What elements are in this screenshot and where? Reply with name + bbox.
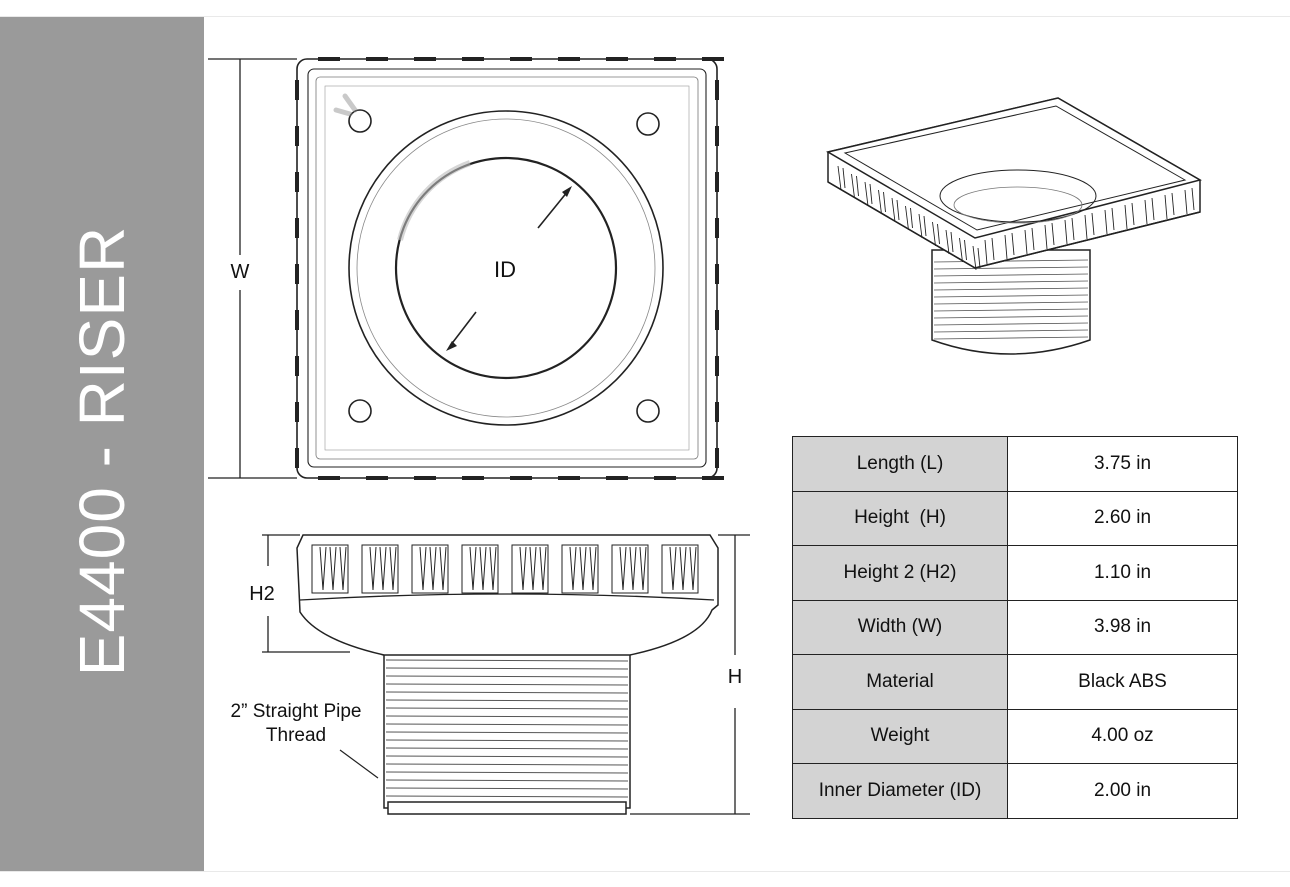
flange-body	[296, 534, 719, 656]
top-divider	[0, 16, 1290, 17]
spec-value: 4.00 oz	[1007, 708, 1238, 764]
arrow-icon	[446, 341, 457, 351]
inner-diameter-label: ID	[494, 257, 516, 282]
height2-label: H2	[249, 583, 275, 605]
table-row: Width (W)3.98 in	[792, 599, 1238, 655]
mount-hole-icon	[636, 399, 660, 423]
spec-label: Width (W)	[792, 599, 1008, 655]
spec-value: 3.75 in	[1007, 436, 1238, 492]
table-row: Length (L)3.75 in	[792, 436, 1238, 492]
side-view	[296, 534, 719, 815]
inner-bore	[394, 156, 618, 380]
spec-label: Length (L)	[792, 436, 1008, 492]
table-row: Height (H)2.60 in	[792, 490, 1238, 546]
top-view-edge-ridges	[295, 57, 724, 480]
spec-value: 3.98 in	[1007, 599, 1238, 655]
spec-table: Length (L)3.75 in Height (H)2.60 in Heig…	[792, 436, 1238, 819]
height-dimension	[630, 534, 750, 815]
threaded-pipe	[383, 651, 631, 809]
spec-value: 2.00 in	[1007, 763, 1238, 819]
bottom-divider	[0, 871, 1290, 872]
spec-label: Weight	[792, 708, 1008, 764]
table-row: Height 2 (H2)1.10 in	[792, 545, 1238, 601]
iso-threads	[933, 259, 1089, 340]
mount-hole-icon	[636, 112, 660, 136]
mount-hole-icon	[348, 399, 372, 423]
iso-ridges	[837, 165, 1195, 271]
table-row: Inner Diameter (ID)2.00 in	[792, 763, 1238, 819]
sidebar: E4400 - RISER	[0, 17, 204, 871]
top-view-inner-frame	[307, 68, 707, 468]
top-view	[295, 57, 724, 480]
spec-label: Inner Diameter (ID)	[792, 763, 1008, 819]
spec-label: Height 2 (H2)	[792, 545, 1008, 601]
thread-callout-line1: 2” Straight Pipe	[231, 701, 362, 722]
thread-leader-line	[339, 749, 379, 779]
spec-value: 2.60 in	[1007, 490, 1238, 546]
height-label: H	[728, 666, 742, 688]
isometric-view	[826, 97, 1202, 355]
flange-ridges	[311, 544, 699, 594]
spec-label: Material	[792, 654, 1008, 710]
mount-hole-icon	[348, 109, 372, 133]
pipe-threads	[385, 659, 629, 798]
spec-label: Height (H)	[792, 490, 1008, 546]
width-dimension	[208, 58, 297, 479]
arrow-icon	[562, 186, 572, 197]
thread-callout-line2: Thread	[266, 725, 326, 746]
flange-ring	[348, 110, 664, 426]
width-label: W	[231, 261, 250, 283]
spec-value: 1.10 in	[1007, 545, 1238, 601]
spec-value: Black ABS	[1007, 654, 1238, 710]
height2-dimension	[262, 534, 350, 653]
